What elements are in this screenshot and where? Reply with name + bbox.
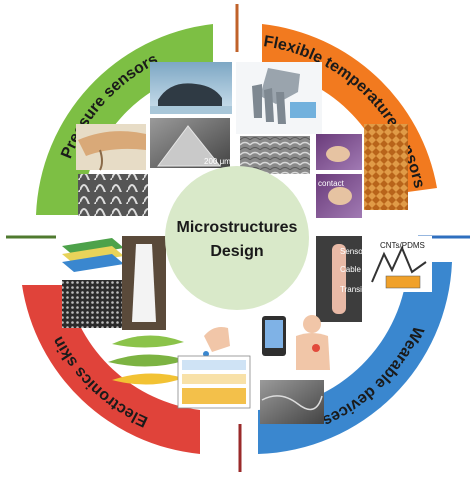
cable-label: Cable: [340, 265, 361, 274]
transistor-label: Transistor: [340, 285, 376, 294]
temperature-images: contact: [236, 62, 408, 218]
finger-sensor-photo: Sensor Cable Transistor: [316, 236, 376, 322]
finger-press-photo: [76, 124, 146, 171]
center-title-line1: Microstructures: [177, 219, 298, 236]
hand-touch-illustration: [203, 327, 230, 357]
wave-microstructure-image: [78, 174, 148, 216]
pyramid-sem-image: 200 μm: [150, 118, 231, 168]
prosthetic-arm-photo: [122, 236, 166, 330]
eskin-images: [62, 236, 251, 409]
scale-bar-label: 200 μm: [204, 157, 231, 166]
wearable-images: Sensor Cable Transistor CNTs/PDMS: [260, 236, 432, 424]
pressure-images: 200 μm: [76, 62, 232, 216]
pyramid-array-image: [62, 280, 122, 328]
contact-label: contact: [318, 179, 345, 188]
cnts-label: CNTs/PDMS: [380, 241, 425, 250]
phone-body-illustration: [262, 315, 330, 370]
afm-image: [364, 124, 408, 210]
foot-on-sensor-photo: [150, 62, 232, 114]
circuit-diagram: [177, 355, 251, 409]
leaf-skin-illustration: [108, 335, 186, 385]
center-title-line2: Design: [210, 243, 263, 260]
center-circle: [165, 166, 309, 310]
cnt-sensor-diagram: CNTs/PDMS: [366, 236, 432, 292]
finger-contact-photos: contact: [316, 134, 362, 218]
robot-hand-image: [236, 62, 322, 134]
sensor-label: Sensor: [340, 247, 366, 256]
layered-sensor-diagram: [62, 238, 124, 272]
wearable-sem-image: [260, 380, 324, 424]
